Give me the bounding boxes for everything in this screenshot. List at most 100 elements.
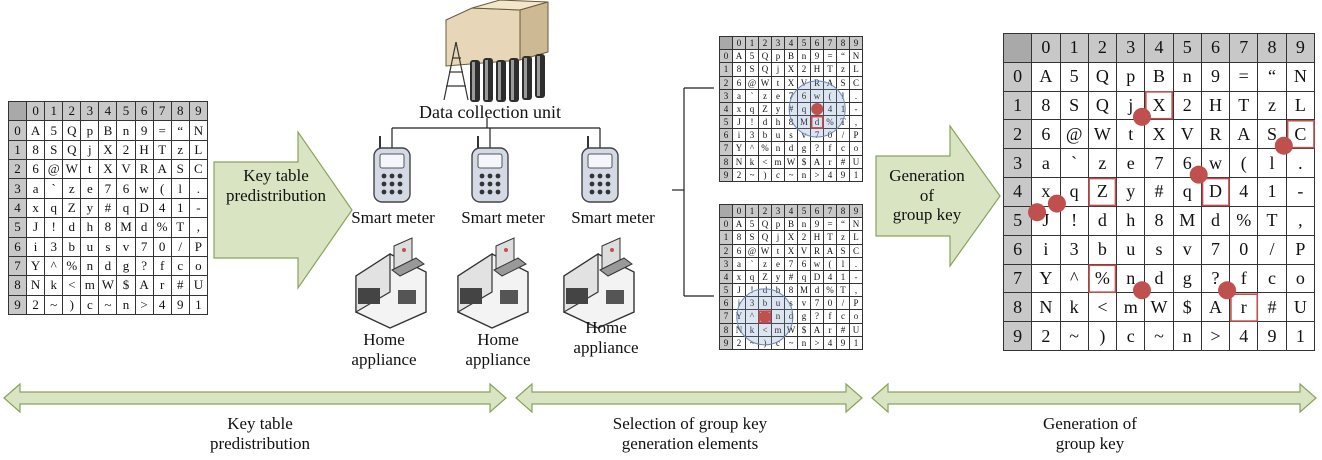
right-table-cell: c: [1257, 263, 1287, 294]
selection-bottom-table-cell: S: [836, 243, 850, 258]
right-table-cell: q: [1059, 177, 1089, 207]
selection-top-table-row-header: 7: [719, 141, 733, 156]
right-table-cell: T: [1257, 205, 1287, 236]
selection-top-table-cell: ~: [745, 167, 759, 183]
arrow-right-line1: Generation: [889, 166, 965, 185]
selection-bottom-table-cell: 8: [784, 283, 798, 298]
left-table-cell: 7: [134, 236, 154, 257]
selection-top-table-cell: ?: [810, 141, 824, 156]
selection-top-table-cell: 8: [732, 62, 746, 77]
selection-bottom-table-col-header: 9: [849, 203, 863, 219]
selection-top-table-cell: J: [732, 115, 746, 130]
selection-bottom-table-cell: -: [849, 269, 863, 285]
home-appliance-icon-1: [355, 237, 427, 329]
selection-top-table-cell: d: [810, 115, 824, 130]
right-table-cell: 2: [1031, 321, 1061, 351]
selection-bottom-table-cell: =: [823, 217, 837, 232]
selection-bottom-table-cell: h: [771, 283, 785, 298]
right-table-cell: A: [1200, 292, 1231, 323]
right-table-cell: e: [1116, 148, 1146, 179]
selection-top-table-cell: a: [732, 88, 746, 103]
left-table-cell: j: [80, 139, 100, 161]
right-table-col-header: 7: [1229, 33, 1259, 63]
right-table-row-header: 0: [1002, 61, 1033, 92]
left-table-cell: f: [152, 255, 172, 277]
selection-bottom-table-cell: 6: [797, 256, 811, 271]
right-table-row-header: 8: [1002, 292, 1033, 323]
selection-bottom-table-cell: `: [745, 256, 759, 271]
selection-top-table-cell: 9: [810, 49, 824, 64]
left-table-cell: T: [152, 139, 172, 161]
arrow-right-line2: of: [919, 185, 935, 205]
right-table-cell: @: [1059, 119, 1089, 150]
selection-bottom-table-cell: r: [823, 322, 837, 337]
left-table-cell: X: [98, 159, 118, 180]
phase-label-3-line1: Generation of: [1043, 414, 1137, 433]
left-table-cell: k: [44, 275, 64, 296]
left-table-cell: 2: [26, 294, 46, 316]
selection-top-table-cell: m: [771, 154, 785, 169]
right-table-col-header: 2: [1087, 33, 1118, 63]
smart-meter-label-1: Smart meter: [351, 208, 435, 227]
selection-bottom-table-cell: %: [758, 309, 772, 324]
selection-top-table-cell: 6: [732, 75, 746, 90]
home-appliance-label-3-line1: Home: [585, 318, 627, 337]
left-table-cell: Y: [26, 255, 46, 277]
left-table-cell: V: [116, 159, 136, 180]
selection-top-table-cell: A: [732, 49, 746, 64]
home-appliance-icon-3: [563, 237, 635, 329]
selection-bottom-table-cell: Q: [758, 230, 772, 245]
home-appliance-label-1: Home appliance: [334, 330, 434, 369]
selection-top-table-cell: $: [797, 154, 811, 169]
selection-top-table-cell: Q: [758, 62, 772, 77]
selection-bottom-table-cell: w: [810, 256, 824, 271]
right-table-cell: X: [1144, 90, 1174, 121]
selection-bottom-table-row-header: 1: [719, 230, 733, 245]
right-table-cell: J: [1031, 205, 1061, 236]
selection-top-table-cell: @: [745, 75, 759, 90]
selection-bottom-table-col-header: 8: [836, 203, 850, 219]
left-table-cell: W: [62, 159, 82, 180]
generation-of-group-key-arrow: [875, 124, 1001, 268]
selection-bottom-table-cell: 0: [823, 296, 837, 311]
selection-bottom-table-row-header: 4: [719, 269, 733, 285]
selection-bottom-table-cell: P: [849, 296, 863, 311]
selection-top-table-cell: 7: [784, 88, 798, 103]
selection-top-table-cell: 8: [784, 115, 798, 130]
left-table-cell: -: [188, 197, 209, 219]
left-table-cell: D: [134, 197, 154, 219]
right-table-cell: z: [1257, 90, 1287, 121]
selection-bottom-table-cell: m: [771, 322, 785, 337]
left-table-corner-cell: [7, 100, 28, 122]
right-table-cell: w: [1200, 148, 1231, 179]
phase-label-1-line1: Key table: [227, 414, 293, 433]
right-table-cell: %: [1087, 263, 1118, 294]
selection-top-table-cell: s: [784, 128, 798, 143]
left-table-cell: A: [26, 120, 46, 141]
right-table-cell: 7: [1200, 234, 1231, 265]
left-table-cell: 8: [26, 139, 46, 161]
right-table-cell: Y: [1031, 263, 1061, 294]
selection-bottom-table-cell: J: [732, 283, 746, 298]
right-table-cell: N: [1285, 61, 1316, 92]
phase-label-2-line1: Selection of group key: [612, 414, 768, 433]
selection-bottom-table-cell: f: [823, 309, 837, 324]
right-table-cell: l: [1257, 148, 1287, 179]
right-table-col-header: 1: [1059, 33, 1089, 63]
selection-bottom-table-cell: ~: [784, 335, 798, 351]
right-table-cell: C: [1285, 119, 1316, 150]
selection-top-table-cell: .: [849, 88, 863, 103]
left-table-cell: <: [62, 275, 82, 296]
right-table-cell: U: [1285, 292, 1316, 323]
selection-top-table-cell: o: [849, 141, 863, 156]
selection-top-table-cell: (: [823, 88, 837, 103]
left-table-cell: g: [116, 255, 136, 277]
